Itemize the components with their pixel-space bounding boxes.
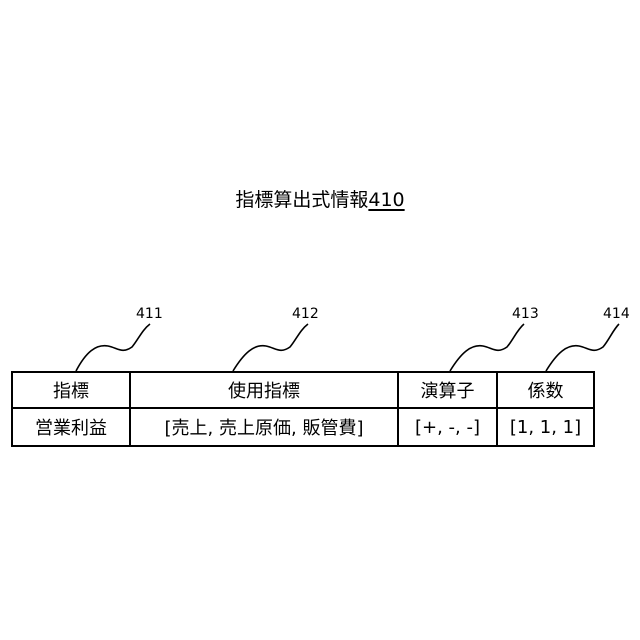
- leader-line-412: [233, 324, 308, 371]
- label-413: 413: [512, 306, 539, 322]
- header-coefficients: 係数: [497, 372, 594, 408]
- leader-line-414: [546, 324, 619, 371]
- leader-line-411: [76, 324, 150, 371]
- leader-line-413: [450, 324, 524, 371]
- table-header-row: 指標 使用指標 演算子 係数: [12, 372, 594, 408]
- label-411: 411: [136, 306, 163, 322]
- label-412: 412: [292, 306, 319, 322]
- header-operators: 演算子: [398, 372, 497, 408]
- cell-index: 営業利益: [12, 408, 130, 446]
- cell-coefficients: [1, 1, 1]: [497, 408, 594, 446]
- cell-operators: [+, -, -]: [398, 408, 497, 446]
- label-414: 414: [603, 306, 630, 322]
- header-index: 指標: [12, 372, 130, 408]
- header-used-indices: 使用指標: [130, 372, 398, 408]
- index-formula-table: 指標 使用指標 演算子 係数 営業利益 [売上, 売上原価, 販管費] [+, …: [11, 371, 595, 447]
- cell-used-indices: [売上, 売上原価, 販管費]: [130, 408, 398, 446]
- table-row: 営業利益 [売上, 売上原価, 販管費] [+, -, -] [1, 1, 1]: [12, 408, 594, 446]
